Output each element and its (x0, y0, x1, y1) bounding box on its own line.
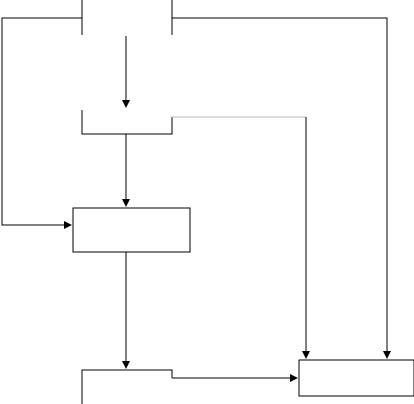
box-bottom-left (81, 369, 173, 404)
box-bottom-right (298, 359, 414, 397)
box-center (72, 207, 191, 253)
box-top (81, 0, 173, 35)
edge-top-to-center (1, 17, 82, 229)
edge-top-to-bottom-right (172, 17, 391, 359)
box-upper-middle (81, 110, 173, 135)
